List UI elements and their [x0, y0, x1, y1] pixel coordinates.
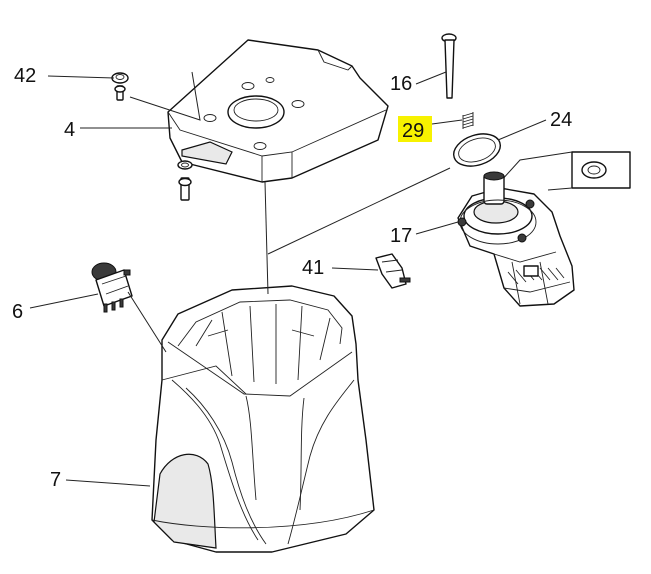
part-42-screw-washer — [111, 72, 129, 101]
assembly-lines — [127, 71, 451, 353]
part-41-connector — [375, 253, 411, 289]
label-part-29: 29 — [402, 120, 424, 142]
part-24-o-ring — [453, 133, 501, 167]
part-4-cover-plate — [167, 39, 389, 183]
label-part-6: 6 — [12, 301, 23, 323]
part-16-pin — [441, 33, 457, 99]
highlight-box-part-29 — [398, 116, 432, 142]
label-part-4: 4 — [64, 119, 75, 141]
leader-lines — [29, 71, 547, 487]
part-6-switch — [91, 262, 133, 313]
part-29-spring — [462, 112, 474, 129]
label-part-24: 24 — [550, 109, 572, 131]
label-part-17: 17 — [390, 225, 412, 247]
label-part-41: 41 — [302, 257, 324, 279]
part-7-base-housing — [151, 285, 375, 553]
part-labels: 42 4 16 29 24 17 41 6 7 — [12, 65, 572, 491]
part-4-bottom-screw — [177, 160, 193, 201]
label-part-7: 7 — [50, 469, 61, 491]
label-part-16: 16 — [390, 73, 412, 95]
detail-callout-box — [499, 151, 631, 191]
label-part-42: 42 — [14, 65, 36, 87]
part-17-motor — [457, 171, 575, 307]
